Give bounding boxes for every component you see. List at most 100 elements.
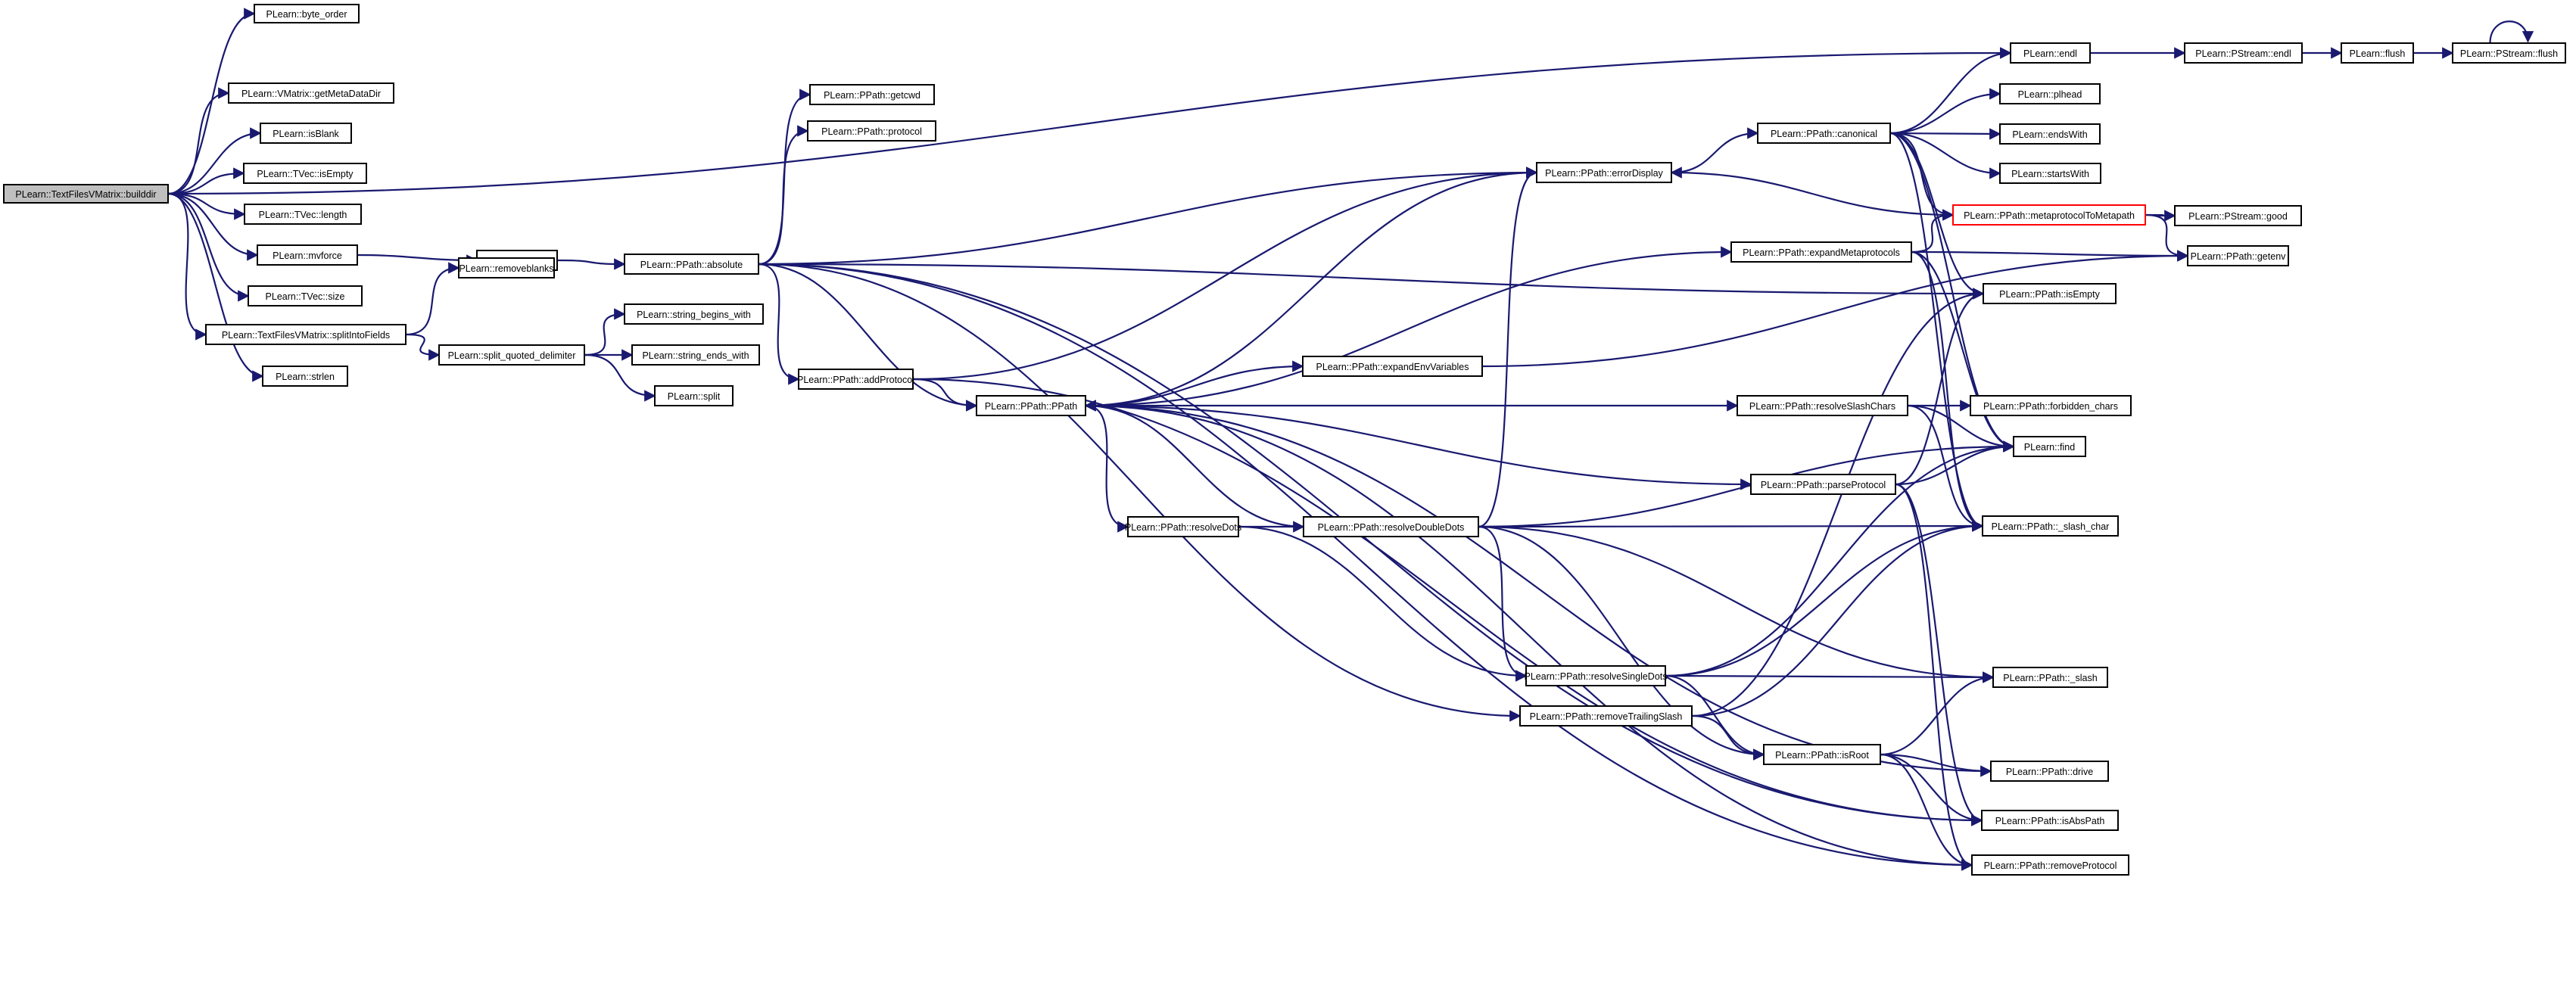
node-strlen[interactable]: PLearn::strlen [262,366,348,387]
node-box [257,244,358,266]
node-box [624,254,759,275]
edge-absolute-to-isEmptyPPath [758,263,1985,300]
node-label: PLearn::string_ends_with [642,350,749,361]
node-box [2452,42,2566,64]
node-absolute[interactable]: PLearn::PPath::absolute [624,254,759,275]
edge-metaprotocolToMetapath-to-PStream_good [2145,210,2176,222]
edge-canonical-to-startsWith [1889,132,2001,179]
edge-removeTrailingSlash-to-slash_char [1691,520,1984,717]
node-flush[interactable]: PLearn::flush [2341,42,2414,64]
edge-builddir-to-length [167,192,246,220]
node-label: PLearn::PPath::isEmpty [1999,289,2100,300]
edge-resolveSlashChars-to-slash_char [1907,404,1984,532]
node-drive[interactable]: PLearn::PPath::drive [1990,761,2109,782]
edge-builddir-to-byte_order [167,8,256,195]
node-box [260,123,352,144]
node-label: PLearn::TVec::size [266,291,345,302]
node-box [807,120,936,142]
edge-resolveSingleDots-to-slash_char [1665,520,1984,677]
node-box [2013,436,2086,457]
node-box [1971,854,2129,876]
node-resolveSingleDots[interactable]: PLearn::PPath::resolveSingleDots [1525,665,1668,686]
node-label: PLearn::PPath::removeProtocol [1984,860,2117,871]
node-addProtocol[interactable]: PLearn::PPath::addProtocol [797,369,914,390]
node-label: PLearn::removeblanks [459,263,553,274]
node-resolveDots[interactable]: PLearn::PPath::resolveDots [1125,516,1241,537]
node-canonical[interactable]: PLearn::PPath::canonical [1757,123,1891,144]
node-startsWith[interactable]: PLearn::startsWith [1999,163,2101,184]
edge-isRoot-to-slash [1880,671,1995,756]
node-plhead[interactable]: PLearn::plhead [1999,83,2101,104]
node-PPath[interactable]: PLearn::PPath::PPath [976,395,1086,416]
nodes-layer: PLearn::TextFilesVMatrix::builddirPLearn… [3,4,2566,876]
edge-resolveDoubleDots-to-errorDisplay [1478,166,1538,528]
node-isEmptyTVec[interactable]: PLearn::TVec::isEmpty [243,163,367,184]
node-PStream_flush[interactable]: PLearn::PStream::flush [2452,42,2566,64]
node-parseProtocol[interactable]: PLearn::PPath::parseProtocol [1750,474,1896,495]
edge-parseProtocol-to-isAbsPath [1895,483,1983,826]
node-box [1992,667,2108,688]
edge-builddir-to-endl [167,47,2012,195]
node-label: PLearn::VMatrix::getMetaDataDir [241,89,381,99]
node-endl[interactable]: PLearn::endl [2010,42,2091,64]
node-label: PLearn::PPath::resolveSlashChars [1749,401,1895,412]
node-box [458,257,555,278]
node-length[interactable]: PLearn::TVec::length [244,204,362,225]
node-find[interactable]: PLearn::find [2013,436,2086,457]
node-PStream_good[interactable]: PLearn::PStream::good [2174,205,2302,226]
node-slash_char[interactable]: PLearn::PPath::_slash_char [1982,515,2119,537]
edge-errorDisplay-to-canonical [1671,127,1759,174]
edge-isRoot-to-isAbsPath [1880,753,1983,826]
node-isBlank[interactable]: PLearn::isBlank [260,123,352,144]
node-label: PLearn::PStream::good [2188,211,2288,222]
node-size[interactable]: PLearn::TVec::size [248,285,363,306]
node-string_ends[interactable]: PLearn::string_ends_with [631,344,760,366]
node-label: PLearn::PPath::resolveDoubleDots [1318,522,1465,533]
edge-PPath-to-errorDisplay [1085,166,1538,407]
node-expandMetaprotocols[interactable]: PLearn::PPath::expandMetaprotocols [1730,241,1912,263]
node-label: PLearn::PStream::endl [2195,48,2291,59]
edge-resolveDoubleDots-to-resolveSingleDots [1478,525,1528,682]
node-string_begins[interactable]: PLearn::string_begins_with [624,303,764,325]
node-split_quoted[interactable]: PLearn::split_quoted_delimiter [438,344,585,366]
node-label: PLearn::PPath::expandMetaprotocols [1743,247,1900,258]
node-label: PLearn::byte_order [266,9,347,20]
node-label: PLearn::endsWith [2012,129,2087,140]
node-label: PLearn::PPath::getcwd [824,90,920,101]
node-byte_order[interactable]: PLearn::byte_order [254,4,360,23]
node-forbidden_chars[interactable]: PLearn::PPath::forbidden_chars [1970,395,2132,416]
node-isEmptyPPath[interactable]: PLearn::PPath::isEmpty [1983,283,2117,304]
node-split[interactable]: PLearn::split [654,385,734,406]
node-box [1981,810,2119,831]
edge-isRoot-to-removeProtocol [1880,753,1973,871]
edge-resolveDots-to-resolveSingleDots [1238,525,1528,682]
node-PStream_endl[interactable]: PLearn::PStream::endl [2184,42,2303,64]
node-expandEnvVariables[interactable]: PLearn::PPath::expandEnvVariables [1302,356,1483,377]
node-removeTrailingSlash[interactable]: PLearn::PPath::removeTrailingSlash [1519,705,1693,727]
node-mvforce[interactable]: PLearn::mvforce [257,244,358,266]
node-label: PLearn::PPath::_slash_char [1992,521,2110,532]
node-protocol[interactable]: PLearn::PPath::protocol [807,120,936,142]
node-errorDisplay[interactable]: PLearn::PPath::errorDisplay [1536,162,1672,183]
node-label: PLearn::TVec::length [259,210,347,220]
node-removeProtocol[interactable]: PLearn::PPath::removeProtocol [1971,854,2129,876]
node-slash[interactable]: PLearn::PPath::_slash [1992,667,2108,688]
node-box [1982,515,2119,537]
node-isRoot[interactable]: PLearn::PPath::isRoot [1763,744,1881,765]
node-getMetaDataDir[interactable]: PLearn::VMatrix::getMetaDataDir [228,82,394,104]
node-resolveDoubleDots[interactable]: PLearn::PPath::resolveDoubleDots [1303,516,1479,537]
node-isAbsPath[interactable]: PLearn::PPath::isAbsPath [1981,810,2119,831]
node-getenv[interactable]: PLearn::PPath::getenv [2187,245,2289,266]
edge-resolveSingleDots-to-find [1665,440,2015,677]
edge-addProtocol-to-errorDisplay [912,166,1538,381]
node-removeblanks[interactable]: PLearn::removeblanks [458,257,555,278]
node-endsWith[interactable]: PLearn::endsWith [1999,123,2101,145]
node-label: PLearn::string_begins_with [637,310,751,320]
node-label: PLearn::startsWith [2011,169,2089,179]
node-resolveSlashChars[interactable]: PLearn::PPath::resolveSlashChars [1737,395,1908,416]
node-box [1303,516,1479,537]
node-label: PLearn::PStream::flush [2460,48,2558,59]
node-splitIntoFields[interactable]: PLearn::TextFilesVMatrix::splitIntoField… [205,324,406,345]
node-getcwd[interactable]: PLearn::PPath::getcwd [809,84,935,105]
node-metaprotocolToMetapath[interactable]: PLearn::PPath::metaprotocolToMetapath [1952,204,2146,226]
